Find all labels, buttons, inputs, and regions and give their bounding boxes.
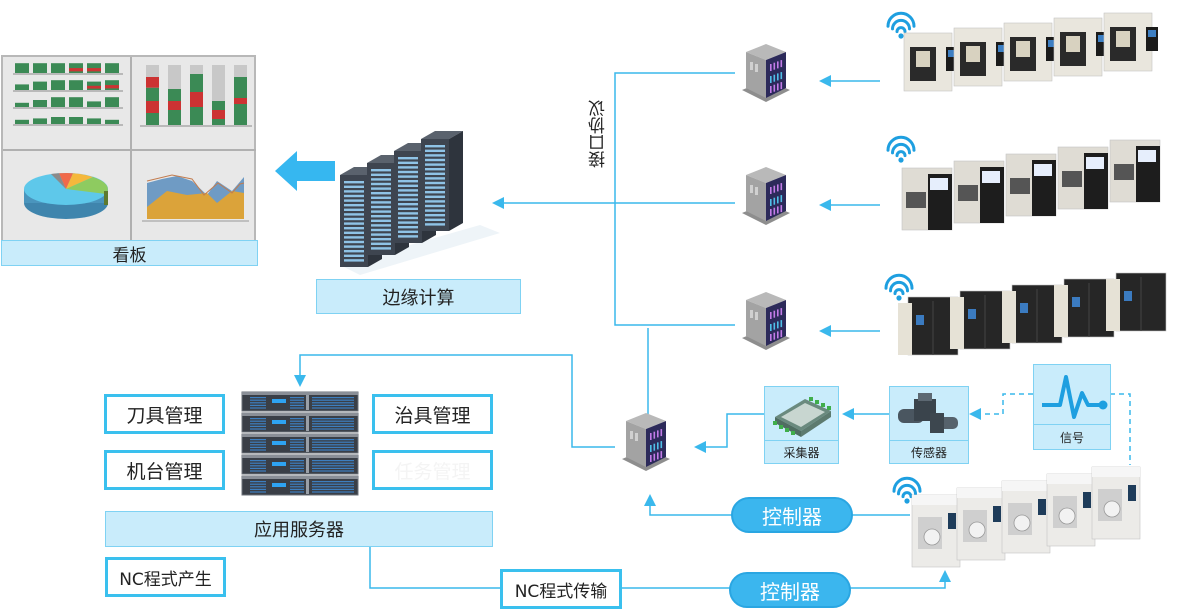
nc-transfer-label: NC程式传输: [500, 569, 622, 609]
sensor-device: 传感器: [889, 386, 969, 464]
module-machine-management: 机台管理: [104, 450, 225, 490]
gateway-to-appserver: [294, 354, 615, 448]
protocol-label: 接口协议: [589, 100, 609, 168]
machine-group-2: [882, 128, 1172, 243]
sensor-label: 传感器: [890, 440, 968, 463]
signal-pulse-icon: [1042, 375, 1108, 419]
collector-device: 采集器: [764, 386, 839, 464]
controller-pill-2: 控制器: [729, 572, 851, 608]
dashboard-panel: 看板: [1, 55, 258, 266]
collector-label: 采集器: [765, 440, 838, 463]
appserver-to-nc: [369, 547, 951, 589]
edge-computing-label: 边缘计算: [316, 279, 521, 314]
machine-group-1: [882, 8, 1172, 113]
module-task-management: 任务管理: [372, 450, 493, 490]
server-racks-icon: [340, 131, 500, 275]
signal-to-sensor: [969, 393, 1033, 420]
area-chart-thumb: [142, 174, 249, 222]
app-server-stack-icon: [241, 391, 359, 496]
app-server-label: 应用服务器: [105, 511, 493, 547]
signal-label: 信号: [1034, 424, 1110, 449]
collector-icon: [773, 397, 831, 437]
stacked-column-chart-thumb: [140, 65, 252, 127]
signal-device: 信号: [1033, 364, 1111, 450]
controller-pill-1: 控制器: [731, 497, 853, 533]
wifi-icon: [892, 476, 922, 504]
pie-chart-thumb: [24, 173, 108, 219]
module-tool-management: 刀具管理: [104, 394, 225, 434]
wifi-icon: [886, 11, 916, 39]
collector-to-gateway: [694, 413, 765, 453]
wifi-icon: [886, 135, 916, 163]
sensor-icon: [898, 393, 958, 433]
machine-group-3: [882, 262, 1172, 362]
signal-to-machines: [1110, 393, 1131, 465]
dashboard-label: 看板: [1, 240, 258, 266]
nc-generate-label: NC程式产生: [105, 557, 226, 597]
big-arrow-left-icon: [275, 151, 335, 191]
module-fixture-management: 治具管理: [372, 394, 493, 434]
shelf-bars-chart-thumb: [13, 63, 123, 126]
bus-line-top: [614, 72, 735, 326]
dashboard-divider-h: [3, 149, 256, 151]
machine-group-4: [892, 455, 1172, 580]
wifi-icon: [884, 273, 914, 301]
